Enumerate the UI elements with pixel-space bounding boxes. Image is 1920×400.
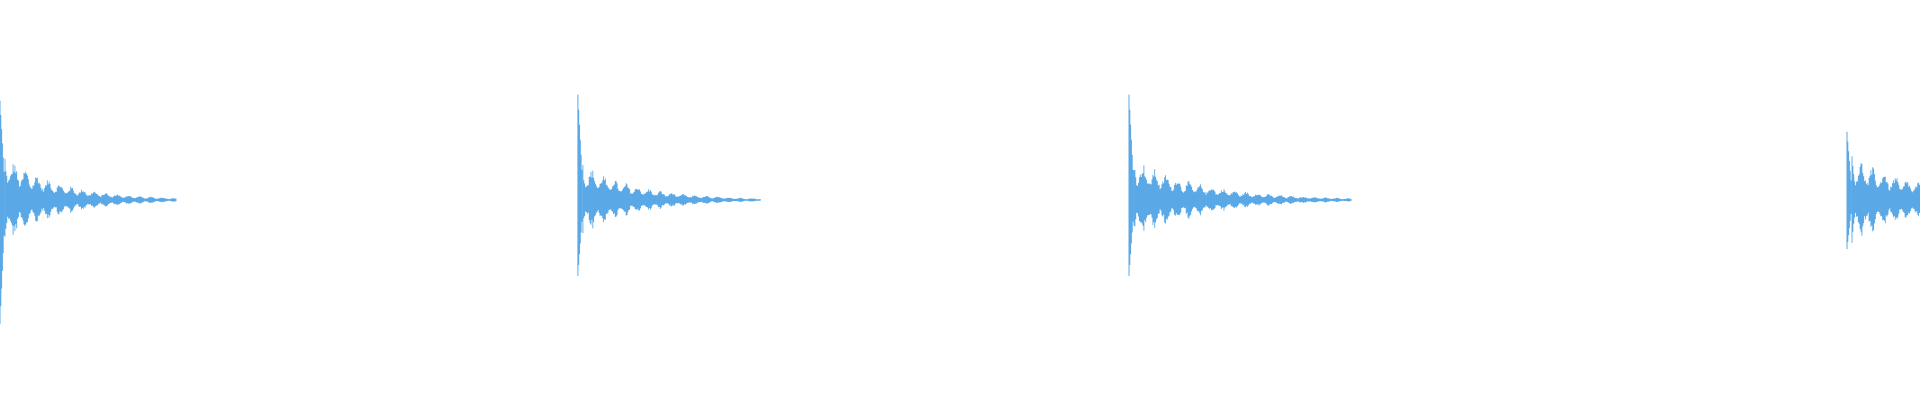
waveform-decay xyxy=(4,158,177,237)
waveform-transient xyxy=(0,100,5,324)
waveform-transient xyxy=(1846,131,1852,250)
waveform-decay xyxy=(1133,165,1352,231)
waveform-hit-2 xyxy=(577,94,761,276)
waveform-hit-3 xyxy=(1128,94,1352,276)
waveform-transient xyxy=(577,94,583,276)
waveform-hit-4 xyxy=(1846,131,1920,250)
waveform-transient xyxy=(1128,94,1134,276)
waveform-decay xyxy=(1851,156,1920,243)
waveform-decay xyxy=(582,165,761,234)
waveform-hit-1 xyxy=(0,100,177,324)
waveform-hits xyxy=(0,94,1920,324)
